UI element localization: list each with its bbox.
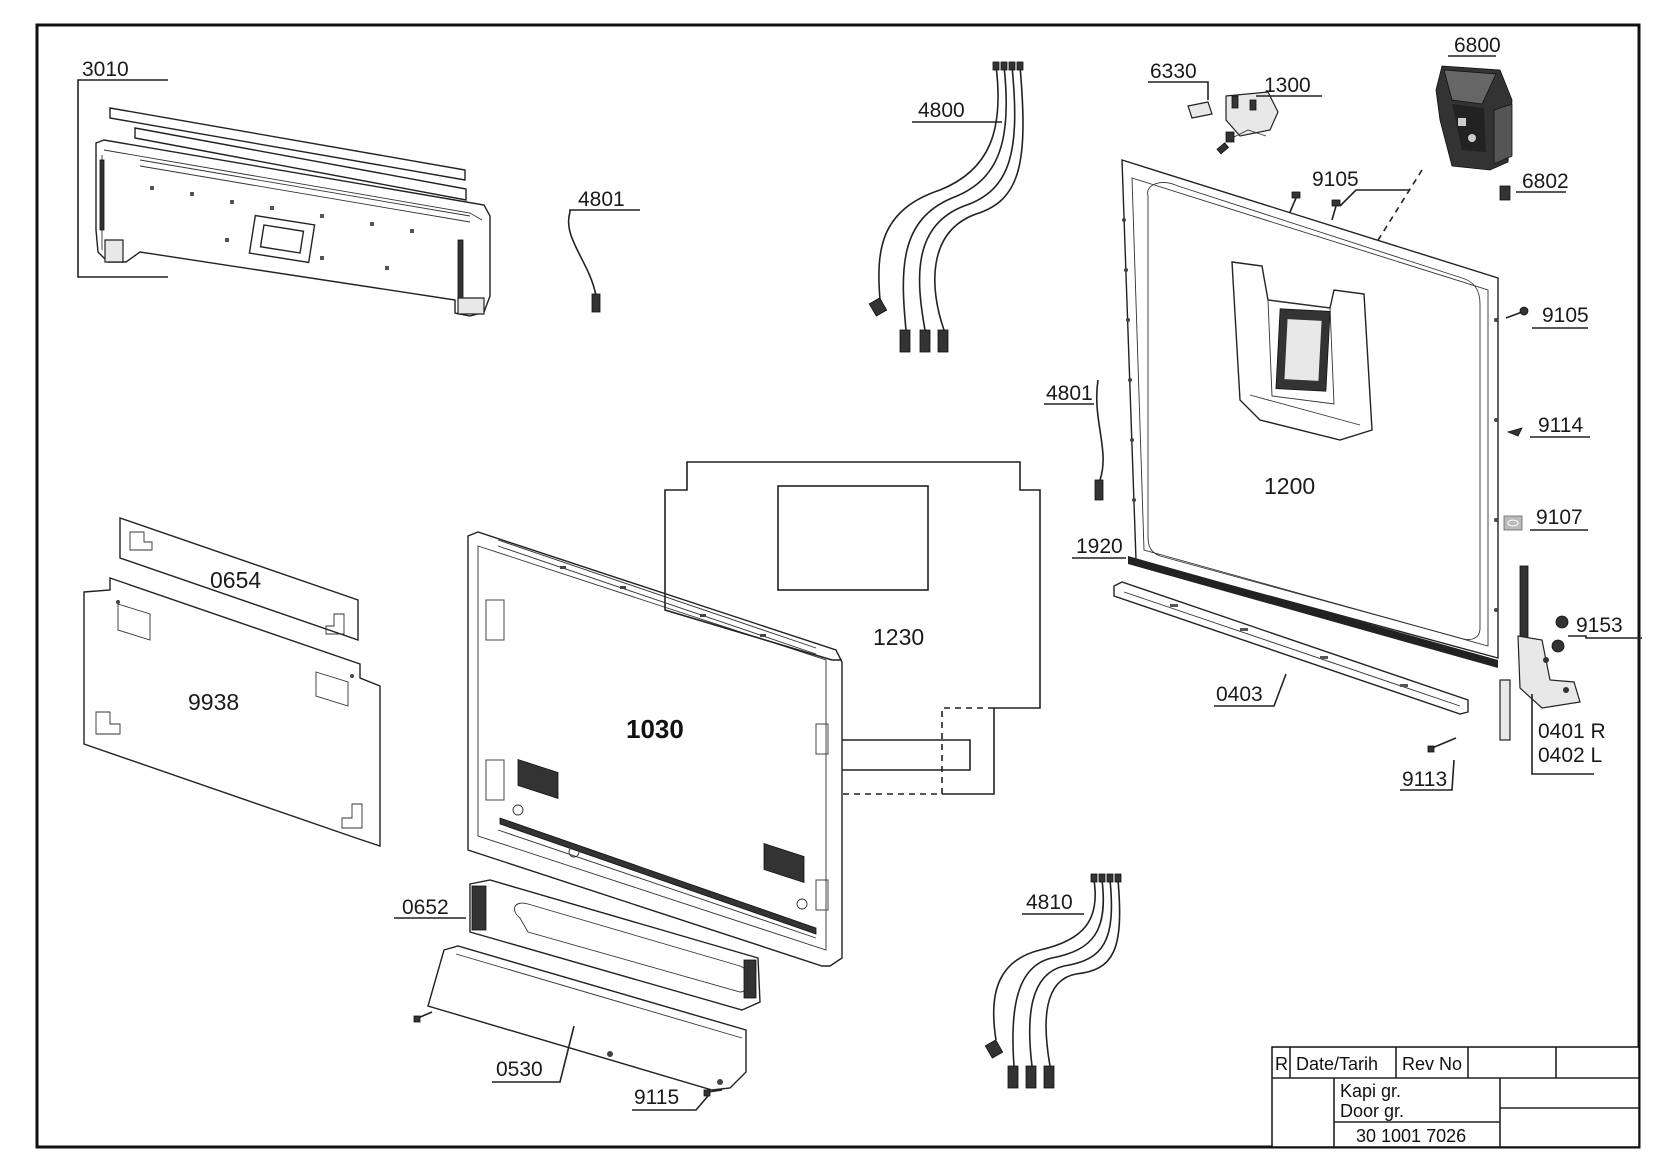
title-col-r: R [1275,1054,1288,1074]
label-0401: 0401 R [1538,720,1606,743]
label-6330: 6330 [1150,60,1197,83]
part-9113-screw [1427,737,1457,753]
title-block [1271,1046,1640,1148]
title-col-date: Date/Tarih [1296,1054,1378,1074]
leader-0401 [1531,694,1594,775]
part-1030-outer-door [467,531,843,967]
label-6800: 6800 [1454,34,1501,57]
part-1230-decor-panel-outline [664,461,1041,795]
part-6800-dispenser [1435,65,1513,171]
title-name-en: Door gr. [1340,1101,1404,1121]
label-1030: 1030 [626,714,684,744]
part-4810-harness [984,873,1122,1089]
part-1920-seal-strip [1128,556,1498,668]
part-1200-inner-door [1121,159,1499,659]
part-9107-seal [1503,515,1523,531]
part-6802-cap [1499,185,1511,201]
leader-9115 [632,1095,709,1111]
part-0401-0402-hinge [1499,565,1581,741]
label-0403: 0403 [1216,683,1263,706]
label-6802: 6802 [1522,170,1569,193]
label-1920: 1920 [1076,535,1123,558]
label-0652: 0652 [402,896,449,919]
part-6330-switch [1187,101,1213,119]
part-9105-screw-right [1505,306,1529,319]
label-1300: 1300 [1264,74,1311,97]
part-0652-handle [469,879,761,1011]
label-4810: 4810 [1026,891,1073,914]
leader-0530 [492,1025,575,1083]
label-1230: 1230 [873,624,924,650]
part-0530-trim [413,945,747,1091]
label-9105-top: 9105 [1312,168,1359,191]
part-1300-door-lock [1216,91,1279,155]
label-4801-top: 4801 [578,188,625,211]
label-9115: 9115 [634,1086,679,1109]
label-0654: 0654 [210,567,261,593]
part-9114-clip [1506,427,1523,437]
leader-9153 [1568,635,1642,639]
part-4800-harness [868,61,1024,353]
part-9938-panel [83,577,381,847]
drawing-frame [35,23,1641,1149]
label-9153: 9153 [1576,614,1623,637]
part-4801-wire-door [1094,379,1104,501]
leader-6330 [1148,81,1209,100]
label-1200: 1200 [1264,473,1315,499]
label-4800: 4800 [918,99,965,122]
label-9114: 9114 [1538,414,1583,437]
leader-3010 [77,79,168,278]
part-9115-screw [703,1089,723,1097]
label-9113: 9113 [1402,768,1447,791]
label-3010: 3010 [82,58,129,81]
part-9105-screws-top [1289,191,1341,221]
label-9107: 9107 [1536,506,1583,529]
title-drawing-number: 30 1001 7026 [1356,1126,1466,1146]
label-9938: 9938 [188,689,239,715]
label-9105-right: 9105 [1542,304,1589,327]
part-0403-rail [1113,581,1469,715]
part-0654-panel [119,517,359,641]
leader-9113 [1400,759,1455,791]
leader-0403 [1214,673,1287,707]
part-4801-wire-top [567,211,601,313]
part-3010-control-panel [95,107,491,317]
title-col-rev: Rev No [1402,1054,1462,1074]
label-0402: 0402 L [1538,744,1602,767]
leader-9105-top [1339,189,1410,207]
label-0530: 0530 [496,1058,543,1081]
title-name-tr: Kapi gr. [1340,1081,1401,1101]
label-4801-door: 4801 [1046,382,1093,405]
leader-4801-top [569,209,640,212]
